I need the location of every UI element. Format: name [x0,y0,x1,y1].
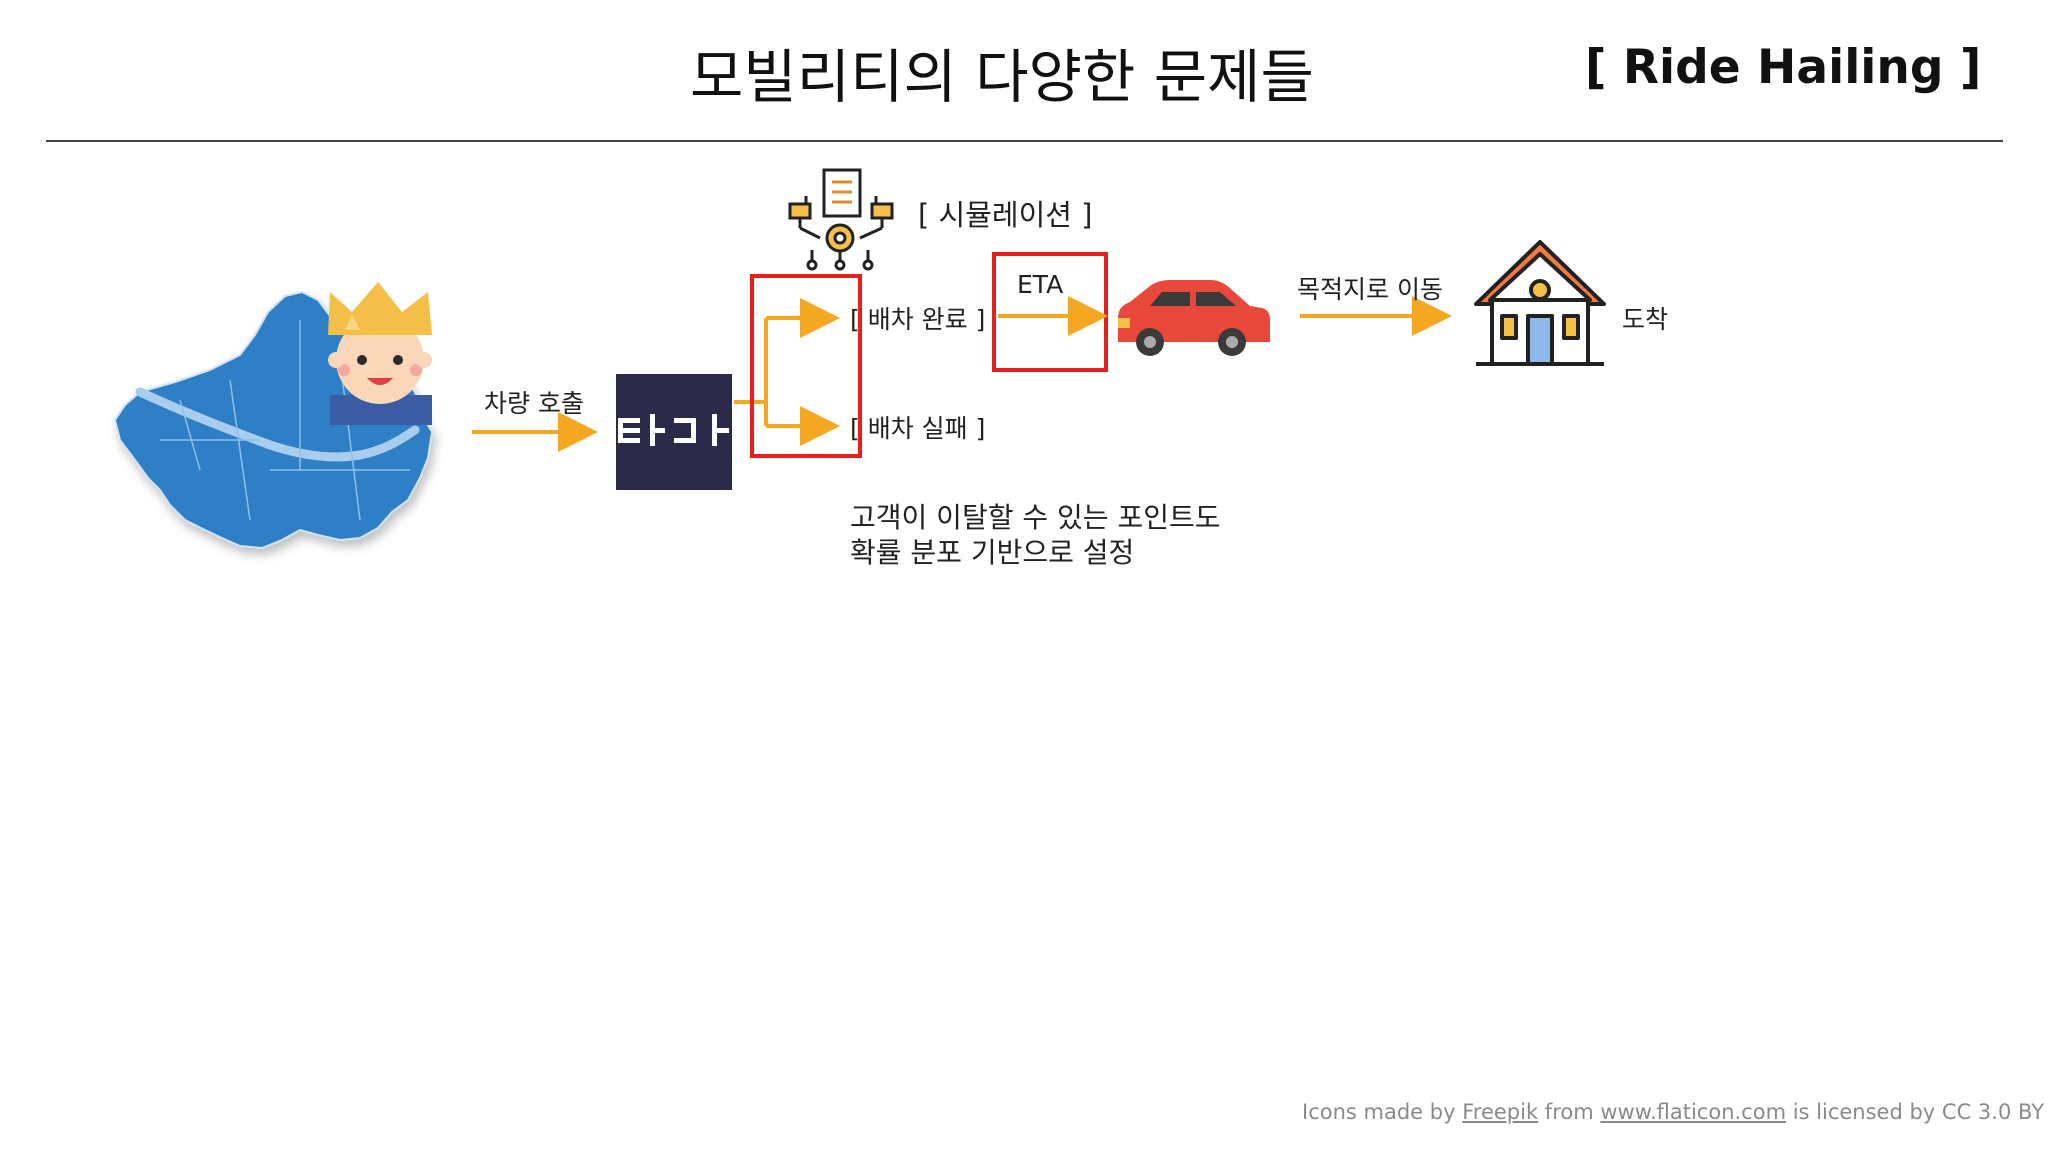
note-line-1: 고객이 이탈할 수 있는 포인트도 [850,501,1221,534]
eta-label: ETA [1017,270,1064,299]
flaticon-link[interactable]: www.flaticon.com [1600,1100,1787,1124]
house-icon [1474,240,1606,366]
credit-prefix: Icons made by [1302,1100,1456,1124]
icon-credit: Icons made by Freepik from www.flaticon.… [1302,1100,2044,1124]
move-label: 목적지로 이동 [1297,275,1443,304]
dispatch-fail-label: [ 배차 실패 ] [850,414,986,443]
title-divider [46,140,2003,142]
call-label: 차량 호출 [484,389,584,418]
note-line-2: 확률 분포 기반으로 설정 [850,536,1135,569]
freepik-link[interactable]: Freepik [1462,1100,1539,1124]
slide-tag: [ Ride Hailing ] [1585,40,1982,95]
car-icon [1118,280,1270,356]
tada-logo-mark [618,414,729,446]
customer-avatar-icon [328,282,432,425]
tada-logo [616,374,732,490]
credit-from: from [1544,1100,1594,1124]
credit-license: is licensed by CC 3.0 BY [1792,1100,2045,1124]
slide-title: 모빌리티의 다양한 문제들 [690,43,1314,111]
simulation-label: [ 시뮬레이션 ] [918,198,1093,232]
simulation-icon [788,168,894,271]
dispatch-success-label: [ 배차 완료 ] [850,305,986,334]
arrive-label: 도착 [1622,305,1669,334]
dispatch-branch-arrows [734,298,840,446]
dispatch-highlight-box [750,274,862,458]
